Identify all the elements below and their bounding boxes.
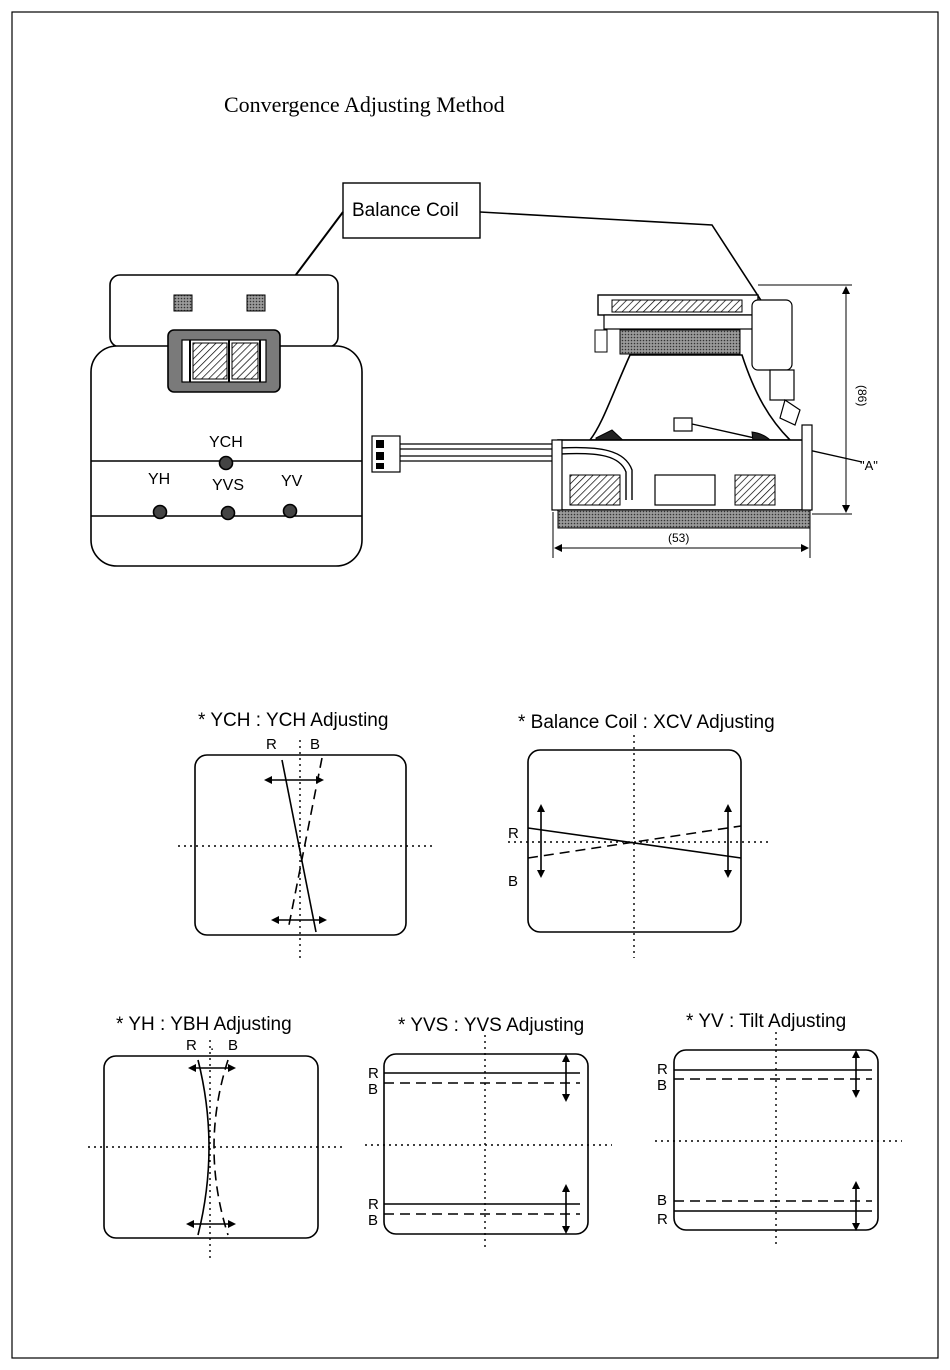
panel-xcv-b: B xyxy=(508,873,518,890)
panel-xcv-r: R xyxy=(508,825,519,842)
deflection-yoke: "A" (53) (86) xyxy=(552,285,878,558)
panel-tilt-b-top: B xyxy=(657,1077,667,1094)
yh-label: YH xyxy=(148,471,170,488)
panel-yvs: * YVS : YVS Adjusting R B R B xyxy=(365,1015,612,1248)
panel-tilt-r-top: R xyxy=(657,1061,668,1078)
connector-cable xyxy=(372,436,560,472)
yv-point xyxy=(284,505,297,518)
yv-label: YV xyxy=(281,473,303,490)
panel-ych-b: B xyxy=(310,736,320,753)
panel-tilt-title: * YV : Tilt Adjusting xyxy=(686,1011,846,1032)
panel-xcv: * Balance Coil : XCV Adjusting R B xyxy=(508,712,775,958)
panel-ybh-b: B xyxy=(228,1037,238,1054)
page-title: Convergence Adjusting Method xyxy=(224,92,505,117)
panel-ych-r: R xyxy=(266,736,277,753)
balance-coil-label: Balance Coil xyxy=(352,200,459,221)
width-dimension: (53) xyxy=(668,531,689,545)
coil-board: YCH YH YVS YV xyxy=(91,275,362,566)
panel-yvs-r-top: R xyxy=(368,1065,379,1082)
height-dimension: (86) xyxy=(855,385,869,406)
panel-ybh-title: * YH : YBH Adjusting xyxy=(116,1014,292,1035)
panel-tilt: * YV : Tilt Adjusting R B B R xyxy=(655,1011,902,1245)
balance-coil-component xyxy=(168,330,280,392)
panel-ybh-r: R xyxy=(186,1037,197,1054)
ych-label: YCH xyxy=(209,434,243,451)
panel-yvs-r-bot: R xyxy=(368,1196,379,1213)
panel-tilt-b-bot: B xyxy=(657,1192,667,1209)
yvs-label: YVS xyxy=(212,477,244,494)
panel-yvs-b-bot: B xyxy=(368,1212,378,1229)
panel-yvs-b-top: B xyxy=(368,1081,378,1098)
yh-point xyxy=(154,506,167,519)
panel-ybh-dot: . xyxy=(210,1037,214,1054)
yvs-point xyxy=(222,507,235,520)
panel-yvs-title: * YVS : YVS Adjusting xyxy=(398,1015,584,1036)
panel-xcv-title: * Balance Coil : XCV Adjusting xyxy=(518,712,775,733)
ych-point xyxy=(220,457,233,470)
point-a-label: "A" xyxy=(860,458,878,473)
panel-ych-title: * YCH : YCH Adjusting xyxy=(198,710,388,731)
panel-tilt-r-bot: R xyxy=(657,1211,668,1228)
panel-ybh: * YH : YBH Adjusting R . B xyxy=(88,1014,344,1262)
panel-ych: * YCH : YCH Adjusting R B xyxy=(178,710,432,962)
